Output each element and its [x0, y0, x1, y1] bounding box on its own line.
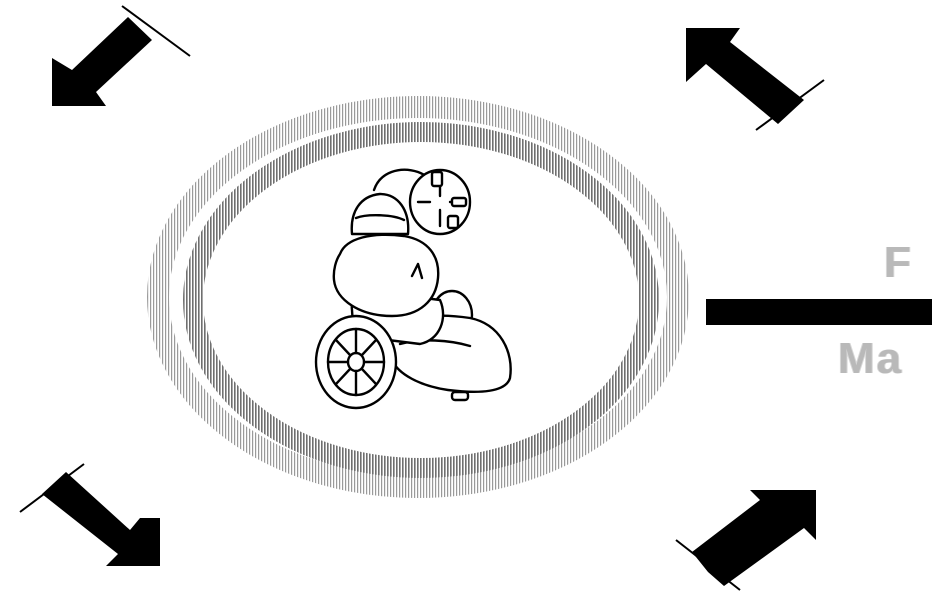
- arrow-bottom-left-icon: [19, 463, 160, 566]
- arrow-top-left-icon: [52, 5, 191, 106]
- label-bottom: Ma: [838, 334, 904, 383]
- arrow-bottom-right-icon: [675, 490, 816, 591]
- pointer-bar: [706, 299, 932, 325]
- outer-ring: [147, 96, 689, 498]
- robotic-pool-cleaner-icon: [314, 168, 512, 410]
- inner-ring: [183, 122, 659, 478]
- label-top: F: [884, 238, 913, 287]
- arrow-top-right-icon: [686, 28, 825, 131]
